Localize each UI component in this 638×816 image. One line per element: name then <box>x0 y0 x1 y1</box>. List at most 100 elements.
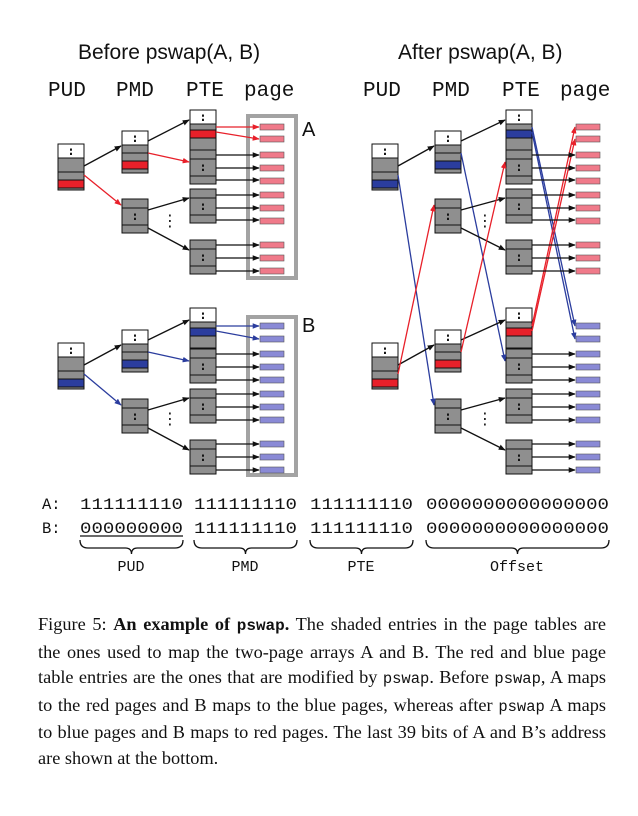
pud-node-b-after: : <box>371 342 399 390</box>
ellipsis-dots: : <box>515 110 522 124</box>
page-b-after <box>575 466 601 474</box>
table-shaded-entries <box>434 198 462 234</box>
bits-b-pud: 000000000 <box>80 520 183 538</box>
pointer-arrow <box>83 373 122 406</box>
page-a-after <box>575 217 601 225</box>
ellipsis-dots: : <box>199 359 206 373</box>
col-label-pmd-before: PMD <box>116 80 154 103</box>
pte-node-a3-before: : <box>189 188 217 224</box>
table-shaded-entries <box>189 439 217 475</box>
pointer-arrow <box>460 161 507 353</box>
pte-node-b1-after: : <box>505 307 533 363</box>
modified-entry <box>189 129 217 139</box>
pointer-arrow <box>147 119 190 142</box>
figure-caption: Figure 5: An example of pswap. The shade… <box>38 612 606 772</box>
page-a-before <box>259 241 285 249</box>
ellipsis-dots: : <box>199 199 206 213</box>
array-b-frame <box>246 315 298 477</box>
pte-node-b2-before: : <box>189 348 217 384</box>
pte-node-a4-after: : <box>505 239 533 275</box>
bits-label-pud: PUD <box>117 559 144 576</box>
ellipsis-dots: : <box>131 409 138 423</box>
caption-text-4: A maps to blue pages and B maps to red p… <box>38 694 606 768</box>
brace-pte <box>309 539 414 555</box>
pointer-arrow <box>460 227 506 251</box>
bits-b-prefix: B: <box>42 520 61 538</box>
bits-label-offset: Offset <box>490 559 544 576</box>
pointer-arrow <box>397 344 435 366</box>
bits-a-pmd: 111111110 <box>194 496 297 514</box>
page-a-after <box>575 254 601 262</box>
table-shaded-entries <box>505 388 533 424</box>
vertical-ellipsis: ⋮ <box>477 211 493 230</box>
col-label-page-before: page <box>244 80 294 103</box>
pointer-arrow <box>460 196 506 211</box>
page-b-before <box>259 335 285 343</box>
table-shaded-entries <box>189 149 217 185</box>
label-array-a: A <box>302 119 316 141</box>
col-label-pte-after: PTE <box>502 80 540 103</box>
caption-figure-number: Figure 5: <box>38 614 114 634</box>
pointer-arrow <box>147 351 190 363</box>
page-b-before <box>259 453 285 461</box>
page-a-before <box>259 177 285 185</box>
page-a-before <box>259 217 285 225</box>
pointer-arrow <box>83 174 122 206</box>
ellipsis-dots: : <box>444 409 451 423</box>
pointer-arrow <box>215 330 260 341</box>
bits-a-pud: 111111110 <box>80 496 183 514</box>
ellipsis-dots: : <box>199 250 206 264</box>
table-shaded-entries <box>505 188 533 224</box>
pte-node-a4-before: : <box>189 239 217 275</box>
col-label-pmd-after: PMD <box>432 80 470 103</box>
ellipsis-dots: : <box>515 450 522 464</box>
ellipsis-dots: : <box>131 131 138 145</box>
page-b-after <box>575 453 601 461</box>
pmd-node-a2-after: : <box>434 198 462 234</box>
caption-lead-code: pswap <box>236 617 285 635</box>
page-a-before <box>259 135 285 143</box>
page-b-before <box>259 363 285 371</box>
caption-code-3: pswap <box>498 697 545 716</box>
vertical-ellipsis: ⋮ <box>162 211 178 230</box>
modified-entry <box>121 160 149 170</box>
ellipsis-dots: : <box>444 131 451 145</box>
page-b-before <box>259 376 285 384</box>
table-shaded-entries <box>189 348 217 384</box>
pointer-arrow <box>83 344 122 366</box>
bits-label-pte: PTE <box>347 559 374 576</box>
modified-entry <box>371 378 399 388</box>
caption-lead-end: . <box>284 614 290 634</box>
bits-b-pmd: 111111110 <box>194 520 297 538</box>
page-a-before <box>259 254 285 262</box>
pointer-arrow <box>147 197 190 211</box>
pte-node-b4-before: : <box>189 439 217 475</box>
page-a-before <box>259 191 285 199</box>
ellipsis-dots: : <box>381 144 388 158</box>
pointer-arrow <box>147 397 190 411</box>
pmd-node-b1-before: : <box>121 329 149 373</box>
page-a-after <box>575 123 601 131</box>
page-a-after <box>575 135 601 143</box>
pud-node-a-before: : <box>57 143 85 191</box>
pud-node-b-before: : <box>57 342 85 390</box>
caption-lead-text: An example of <box>113 614 237 634</box>
page-a-after <box>575 164 601 172</box>
page-b-before <box>259 322 285 330</box>
table-shaded-entries <box>505 348 533 384</box>
caption-text-3: , A maps to the red pages and B maps to … <box>38 667 607 715</box>
before-title: Before pswap(A, B) <box>78 41 260 64</box>
modified-entry <box>371 179 399 189</box>
page-b-before <box>259 466 285 474</box>
table-shaded-entries <box>189 239 217 275</box>
pud-node-a-after: : <box>371 143 399 191</box>
page-table-diagram: ::::::::::::::⋮⋮::::::::::::::⋮⋮ <box>57 109 601 477</box>
page-a-after <box>575 241 601 249</box>
brace-pud <box>79 539 184 555</box>
pointer-arrow <box>147 427 190 451</box>
ellipsis-dots: : <box>199 399 206 413</box>
ellipsis-dots: : <box>444 209 451 223</box>
table-shaded-entries <box>189 188 217 224</box>
caption-code-2: pswap <box>494 670 541 689</box>
table-shaded-entries <box>505 149 533 185</box>
